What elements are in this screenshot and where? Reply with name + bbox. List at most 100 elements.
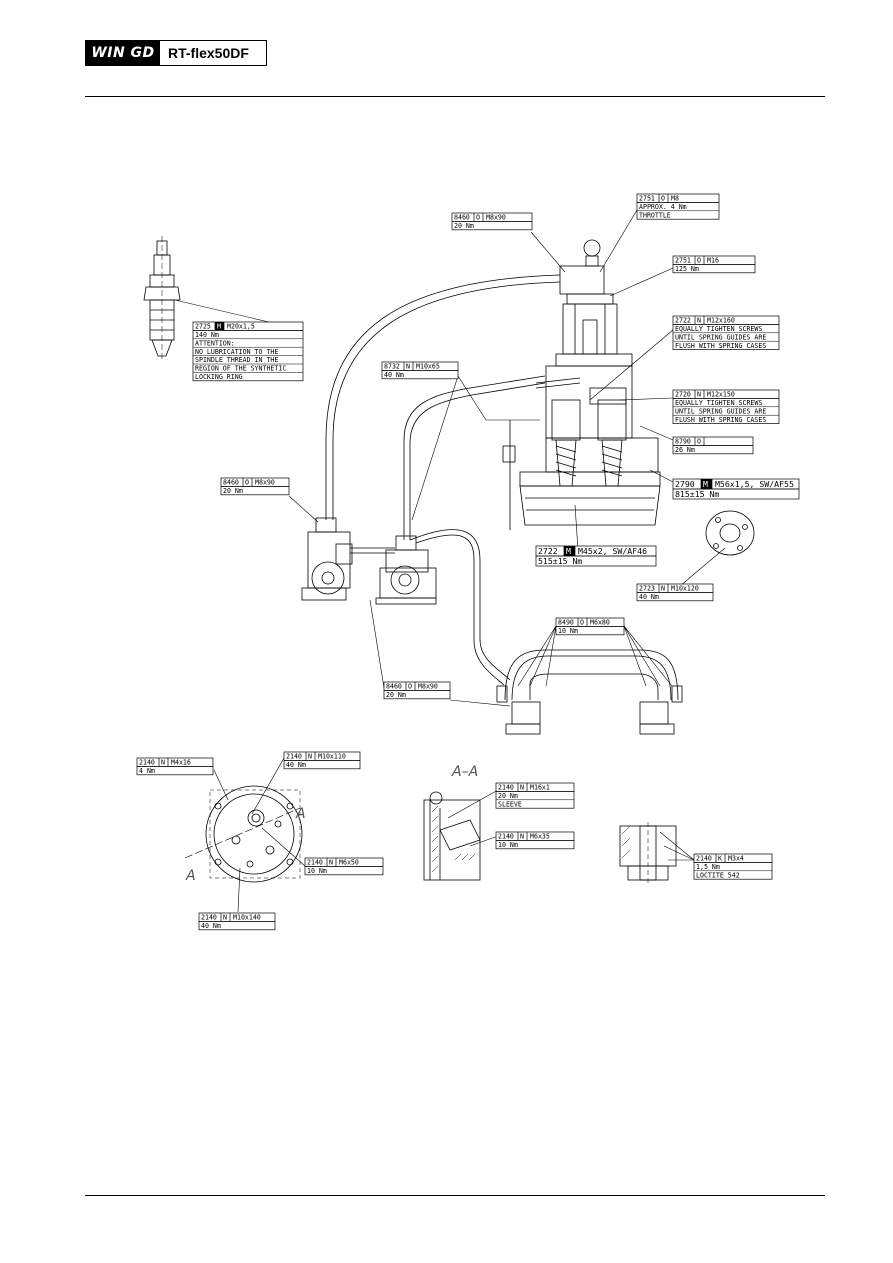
callout-note: FLUSH WITH SPRING CASES <box>675 342 766 350</box>
callout-class: N <box>697 317 701 325</box>
callout-frame <box>693 853 773 880</box>
callout-thread: M20x1,5 <box>227 323 255 331</box>
callout-class: N <box>161 759 165 767</box>
callout-thread: M45x2, SW/AF46 <box>578 546 647 556</box>
brand-logo: WIN GD RT-flex50DF <box>85 40 267 66</box>
callout-class: O <box>245 479 249 487</box>
callout-part-number: 8460 <box>454 214 470 222</box>
footer-rule <box>85 1195 825 1196</box>
callout-note: 10 Nm <box>307 867 327 875</box>
spindle-valve-detail <box>143 236 181 360</box>
callout-note: 40 Nm <box>201 922 221 930</box>
callout-part-number: 2140 <box>201 914 217 922</box>
callout-part-number: 2140 <box>498 784 514 792</box>
flange-top-view <box>184 785 303 883</box>
callout-class: N <box>308 753 312 761</box>
callout-note: REGION OF THE SYNTHETIC <box>195 365 286 373</box>
callout-note: 4 Nm <box>139 767 155 775</box>
callout-thread: M6x50 <box>339 859 359 867</box>
callout-part-number: 8790 <box>675 438 691 446</box>
callout-thread: M56x1,5, SW/AF55 <box>715 479 794 489</box>
callout-class: K <box>718 855 722 863</box>
callout-part-number: 2722 <box>675 317 691 325</box>
callout-part-number: 2725 <box>195 323 211 331</box>
class-highlight <box>701 479 712 489</box>
callout-thread: M8x90 <box>255 479 275 487</box>
section-mark-upper: A <box>295 806 306 822</box>
callout-thread: M12x160 <box>707 317 735 325</box>
callout-class: N <box>520 833 524 841</box>
callout-class: O <box>476 214 480 222</box>
callout-note: 1,5 Nm <box>696 863 720 871</box>
callout-class: N <box>697 391 701 399</box>
callout-note: 20 Nm <box>454 222 474 230</box>
callout-thread: M10x110 <box>318 753 346 761</box>
callout-note: EQUALLY TIGHTEN SCREWS <box>675 325 762 333</box>
callout-class: O <box>580 619 584 627</box>
callout-thread: M3x4 <box>728 855 744 863</box>
middle-pump-unit <box>375 535 437 605</box>
callout-part-number: 2723 <box>639 585 655 593</box>
callout-class: O <box>697 438 701 446</box>
callout-thread: M10x140 <box>233 914 261 922</box>
model-name: RT-flex50DF <box>168 45 249 61</box>
left-pump-unit <box>301 517 353 601</box>
callout-class: O <box>697 257 701 265</box>
callout-part-number: 2751 <box>675 257 691 265</box>
callout-c18: 2140 N M10x140 40 Nm <box>198 912 276 931</box>
callout-note: 140 Nm <box>195 331 219 339</box>
callout-note: EQUALLY TIGHTEN SCREWS <box>675 399 762 407</box>
callout-thread: M4x16 <box>171 759 191 767</box>
callout-part-number: 2722 <box>538 546 558 556</box>
callout-note: SPINDLE THREAD IN THE <box>195 356 278 364</box>
header-rule <box>85 96 825 97</box>
callout-frame <box>192 321 304 382</box>
callout-class: O <box>661 195 665 203</box>
section-a-a-view <box>423 791 481 881</box>
pipes <box>325 274 581 686</box>
callout-class: M <box>703 479 708 489</box>
callout-thread: M10x65 <box>416 363 440 371</box>
callout-part-number: 2751 <box>639 195 655 203</box>
callout-thread: M8x90 <box>486 214 506 222</box>
callout-note: 515±15 Nm <box>538 556 582 566</box>
callout-thread: M16x1 <box>530 784 550 792</box>
callout-note: 10 Nm <box>498 841 518 849</box>
callout-c12: 2723 N M10x120 40 Nm <box>636 583 714 602</box>
callout-note: 20 Nm <box>223 487 243 495</box>
callout-note: LOCTITE 542 <box>696 871 740 879</box>
callout-note: 40 Nm <box>639 593 659 601</box>
callout-thread: M6x35 <box>530 833 550 841</box>
class-highlight <box>215 322 224 331</box>
injection-unit-assembly <box>502 239 661 530</box>
leader-lines <box>174 209 726 913</box>
lower-manifolds <box>496 649 683 735</box>
callout-class: N <box>406 363 410 371</box>
section-mark-lower: A <box>185 868 196 884</box>
callout-note: SLEEVE <box>498 800 522 808</box>
callout-part-number: 2720 <box>675 391 691 399</box>
callout-thread: M10x120 <box>671 585 699 593</box>
callout-part-number: 2790 <box>675 479 695 489</box>
callout-note: LOCKING RING <box>195 373 243 381</box>
callout-thread: M8x90 <box>418 683 438 691</box>
brand-mark: WIN GD <box>86 41 160 65</box>
callout-class: N <box>223 914 227 922</box>
callout-class: N <box>661 585 665 593</box>
callout-class: M <box>217 323 221 331</box>
